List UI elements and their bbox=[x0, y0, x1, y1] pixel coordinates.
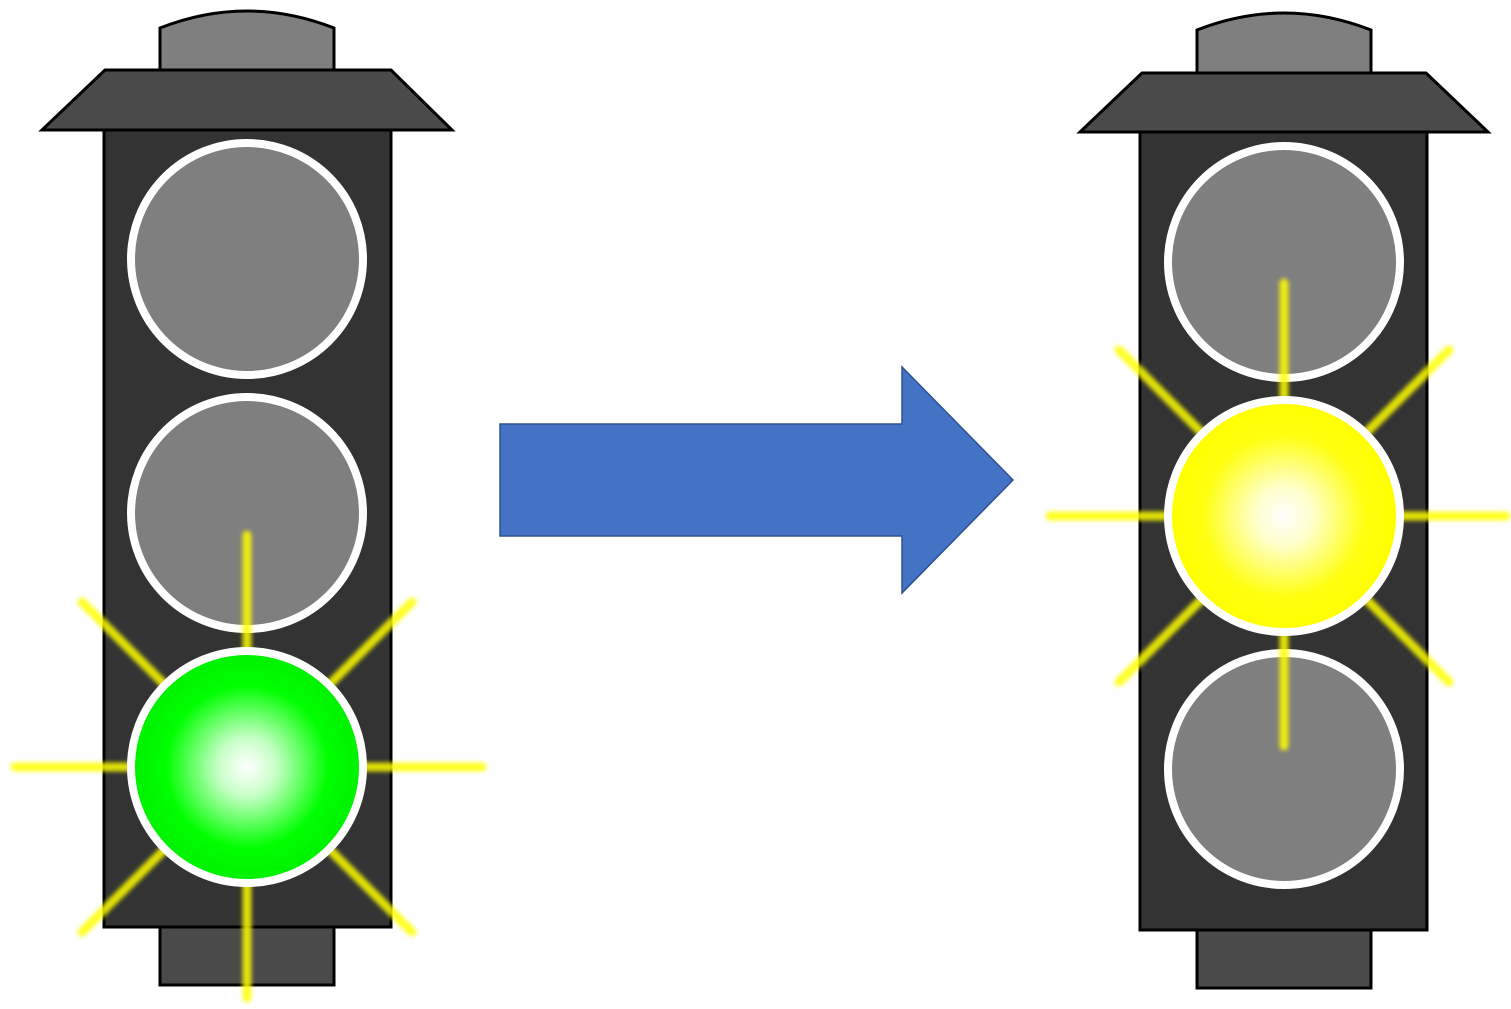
lamp-bottom-green-on bbox=[127, 647, 367, 887]
glow-rays-green bbox=[10, 530, 487, 1003]
glow-rays-yellow bbox=[1045, 278, 1511, 751]
bottom-knob bbox=[1195, 926, 1373, 990]
visor-cap bbox=[1076, 71, 1492, 134]
lamp-top-off bbox=[127, 139, 367, 379]
top-knob bbox=[158, 9, 336, 74]
lamp-middle-yellow-on bbox=[1164, 396, 1404, 636]
right-arrow bbox=[499, 365, 1015, 595]
traffic-light-green bbox=[10, 9, 487, 1003]
top-knob bbox=[1195, 11, 1373, 76]
traffic-light-yellow bbox=[1045, 11, 1511, 990]
visor-cap bbox=[38, 68, 456, 132]
